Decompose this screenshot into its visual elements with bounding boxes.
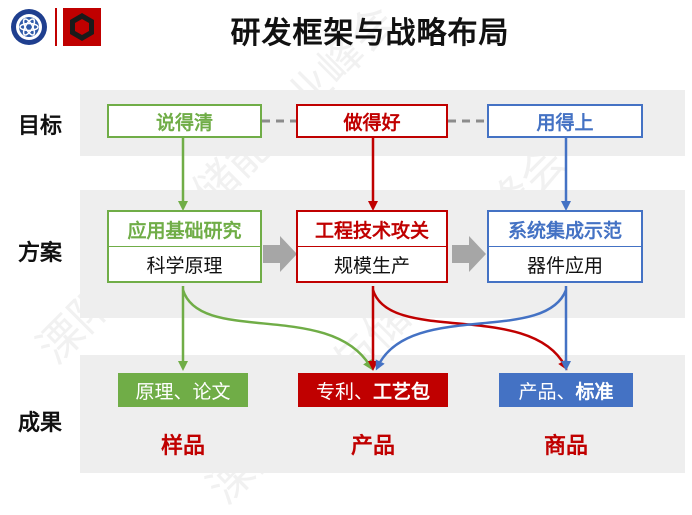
row-label-plan: 方案 xyxy=(18,241,63,266)
plan-box-title: 系统集成示范 xyxy=(489,212,641,247)
row-label-result: 成果 xyxy=(18,411,63,436)
result-text-bold: 工艺包 xyxy=(373,380,431,403)
plan-box-subtitle: 器件应用 xyxy=(526,255,603,277)
institute-seal-icon xyxy=(10,8,48,46)
row-label-goal: 目标 xyxy=(18,114,63,139)
result-text: 产品、 xyxy=(518,380,576,403)
goal-box-make: 做得好 xyxy=(296,104,448,138)
result-text: 专利、 xyxy=(315,380,373,403)
flow-connectors xyxy=(178,119,571,371)
plan-box-engineering: 工程技术攻关 规模生产 xyxy=(296,210,448,283)
plan-arrow-2 xyxy=(452,236,486,272)
plan-curve-red xyxy=(371,289,568,371)
result-text: 原理、论文 xyxy=(135,380,231,403)
plan-box-title: 工程技术攻关 xyxy=(298,212,446,247)
result-text-bold: 标准 xyxy=(575,380,614,403)
result-box-patents: 专利、工艺包 xyxy=(298,373,448,407)
hexagon-logo-icon xyxy=(63,8,101,46)
goal-box-explain: 说得清 xyxy=(107,104,262,138)
page-title: 研发框架与战略布局 xyxy=(230,16,510,51)
plan-box-basic-research: 应用基础研究 科学原理 xyxy=(107,210,262,283)
plan-box-integration: 系统集成示范 器件应用 xyxy=(487,210,643,283)
plan-arrow-1 xyxy=(263,236,297,272)
goal-box-use: 用得上 xyxy=(487,104,643,138)
plan-curve-green xyxy=(181,289,373,371)
result-box-papers: 原理、论文 xyxy=(118,373,248,407)
plan-box-title: 应用基础研究 xyxy=(109,212,260,247)
plan-box-subtitle: 规模生产 xyxy=(333,255,410,277)
output-label-sample: 样品 xyxy=(160,434,205,459)
header-divider xyxy=(55,8,57,46)
output-label-product: 产品 xyxy=(350,434,395,459)
result-box-products: 产品、标准 xyxy=(499,373,633,407)
output-label-commodity: 商品 xyxy=(543,434,588,459)
plan-box-subtitle: 科学原理 xyxy=(146,255,223,277)
plan-curve-blue xyxy=(375,289,568,371)
